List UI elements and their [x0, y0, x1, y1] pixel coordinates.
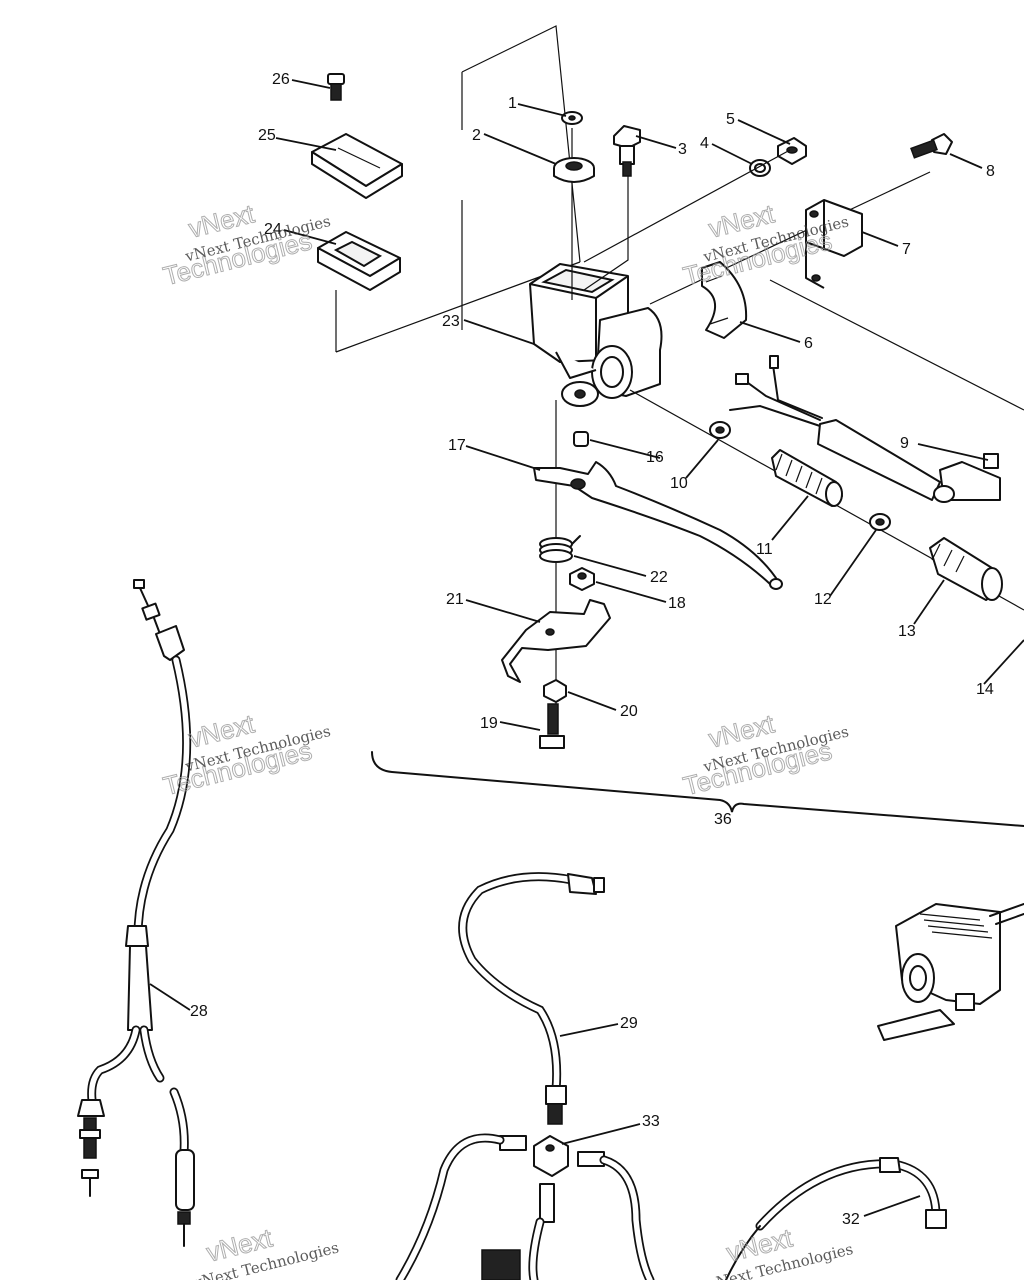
callout-14: 14: [976, 681, 994, 698]
callout-23: 23: [442, 313, 460, 330]
part-8-screw: [910, 133, 953, 159]
callout-6: 6: [804, 335, 813, 352]
callout-16: 16: [646, 449, 664, 466]
part-switch-housing: [877, 903, 1024, 1041]
callout-labels: 26 1 2 3 4 5 8 25 24 7 23 6 9 17 16 10 1…: [190, 71, 995, 1228]
callout-9: 9: [900, 435, 909, 452]
part-18-nut: [569, 567, 595, 591]
callout-10: 10: [670, 475, 688, 492]
part-24-diaphragm: [317, 231, 401, 291]
callout-3: 3: [678, 141, 687, 158]
part-13-throttle-spring: [929, 537, 1003, 601]
part-28-throttle-cable: [77, 579, 195, 1247]
part-16-bushing: [573, 431, 589, 447]
callout-24: 24: [264, 221, 282, 238]
part-2-cap: [553, 157, 595, 183]
callout-29: 29: [620, 1015, 638, 1032]
part-26-screw: [327, 73, 345, 101]
callout-1: 1: [508, 95, 517, 112]
part-6-clamp: [701, 261, 748, 339]
callout-13: 13: [898, 623, 916, 640]
part-11-grip: [771, 449, 843, 507]
watermarks: vNext Technologies vNext Technologies vN…: [160, 198, 855, 1280]
part-10-washer: [709, 421, 731, 439]
callout-19: 19: [480, 715, 498, 732]
axis-line-right: [583, 149, 791, 263]
assembly-bracket-36: [371, 751, 1024, 827]
callout-22: 22: [650, 569, 668, 586]
callout-36: 36: [714, 811, 732, 828]
part-23-master-cylinder: [529, 263, 663, 407]
part-22-spring: [539, 535, 581, 563]
callout-4: 4: [700, 135, 709, 152]
callout-11: 11: [756, 541, 773, 558]
switch-wires: [729, 355, 823, 427]
callout-8: 8: [986, 163, 995, 180]
callout-25: 25: [258, 127, 276, 144]
part-17-brake-lever: [533, 461, 783, 590]
part-3-banjo-bolt: [613, 125, 641, 177]
callout-28: 28: [190, 1003, 208, 1020]
part-20-nut: [543, 679, 567, 703]
part-9-kill-switch: [817, 419, 1001, 503]
callout-26: 26: [272, 71, 290, 88]
leader-lines: [149, 79, 1024, 1217]
bolt-axis-line: [583, 170, 629, 291]
callout-12: 12: [814, 591, 832, 608]
callout-33: 33: [642, 1113, 660, 1130]
part-7-bracket: [805, 199, 863, 289]
part-1-washer: [561, 111, 583, 125]
reservoir-outline-box: [335, 25, 581, 353]
callout-17: 17: [448, 437, 466, 454]
part-33-junction-block: [499, 1135, 605, 1223]
part-12-washer: [869, 513, 891, 531]
callout-20: 20: [620, 703, 638, 720]
part-29-brake-hose: [458, 872, 605, 1125]
part-25-reservoir-cover: [311, 133, 403, 199]
part-5-nut: [777, 137, 807, 165]
callout-18: 18: [668, 595, 686, 612]
axis-line-mount: [649, 171, 1024, 411]
callout-32: 32: [842, 1211, 860, 1228]
callout-21: 21: [446, 591, 464, 608]
callout-7: 7: [902, 241, 911, 258]
callout-5: 5: [726, 111, 735, 128]
part-32-brake-hose: [395, 1133, 947, 1280]
callout-2: 2: [472, 127, 481, 144]
part-21-switch-bracket: [501, 599, 611, 683]
part-19-bolt: [539, 703, 565, 749]
